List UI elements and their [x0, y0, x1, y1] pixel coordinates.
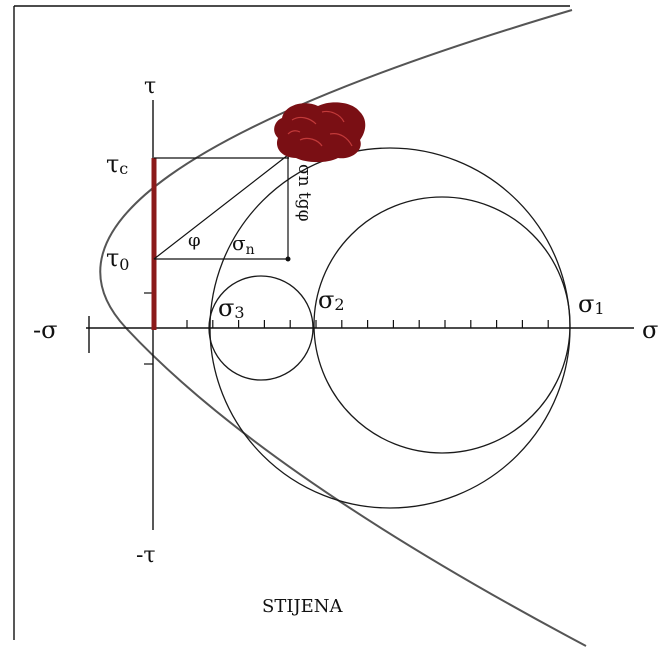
- friction-line: [153, 154, 289, 260]
- sigma-2-label: σ2: [318, 286, 345, 314]
- sigma-n-point: [285, 256, 291, 262]
- sigma-axis-label: σ: [642, 316, 658, 344]
- tau-c-label: τc: [106, 150, 128, 178]
- sigma-n-label: σn: [232, 231, 255, 258]
- neg-tau-axis-label: -τ: [136, 543, 156, 568]
- tau-axis-label: τ: [144, 74, 156, 99]
- rock-blob: [274, 102, 366, 163]
- diagram-frame: [13, 5, 570, 640]
- caption-stijena: STIJENA: [262, 596, 344, 617]
- sigma-axis-ticks: [186, 320, 549, 328]
- neg-sigma-axis-label: -σ: [33, 316, 58, 344]
- tau-0-label: τ0: [106, 244, 129, 274]
- sigma-n-tg-phi-label: σn tgφ: [294, 164, 314, 222]
- sigma-3-label: σ3: [218, 294, 245, 322]
- phi-label: φ: [188, 230, 201, 251]
- mohr-circle-sigma1-sigma2: [313, 196, 571, 454]
- sigma-1-label: σ1: [578, 290, 605, 318]
